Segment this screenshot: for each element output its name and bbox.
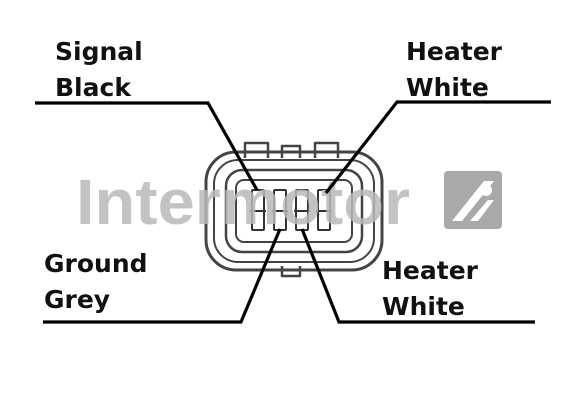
label-signal-name: Signal (55, 37, 143, 66)
label-heater-bottom: Heater White (382, 253, 478, 325)
connector-pins (250, 189, 332, 231)
label-heater-top-name: Heater (406, 37, 502, 66)
wires (35, 100, 551, 324)
ground-wire (43, 228, 282, 324)
label-signal-color: Black (55, 73, 131, 102)
intermotor-logo-icon (444, 171, 502, 229)
heater-top-wire (324, 100, 551, 194)
label-signal: Signal Black (55, 34, 143, 106)
label-heater-top-color: White (406, 73, 489, 102)
signal-wire (35, 101, 259, 191)
connector-body (204, 141, 384, 278)
label-ground: Ground Grey (44, 246, 148, 318)
label-heater-top: Heater White (406, 34, 502, 106)
label-ground-name: Ground (44, 249, 148, 278)
label-heater-bottom-color: White (382, 292, 465, 321)
label-heater-bottom-name: Heater (382, 256, 478, 285)
watermark-text: Intermotor (76, 166, 410, 238)
heater-bottom-wire (300, 228, 535, 324)
label-ground-color: Grey (44, 285, 111, 314)
